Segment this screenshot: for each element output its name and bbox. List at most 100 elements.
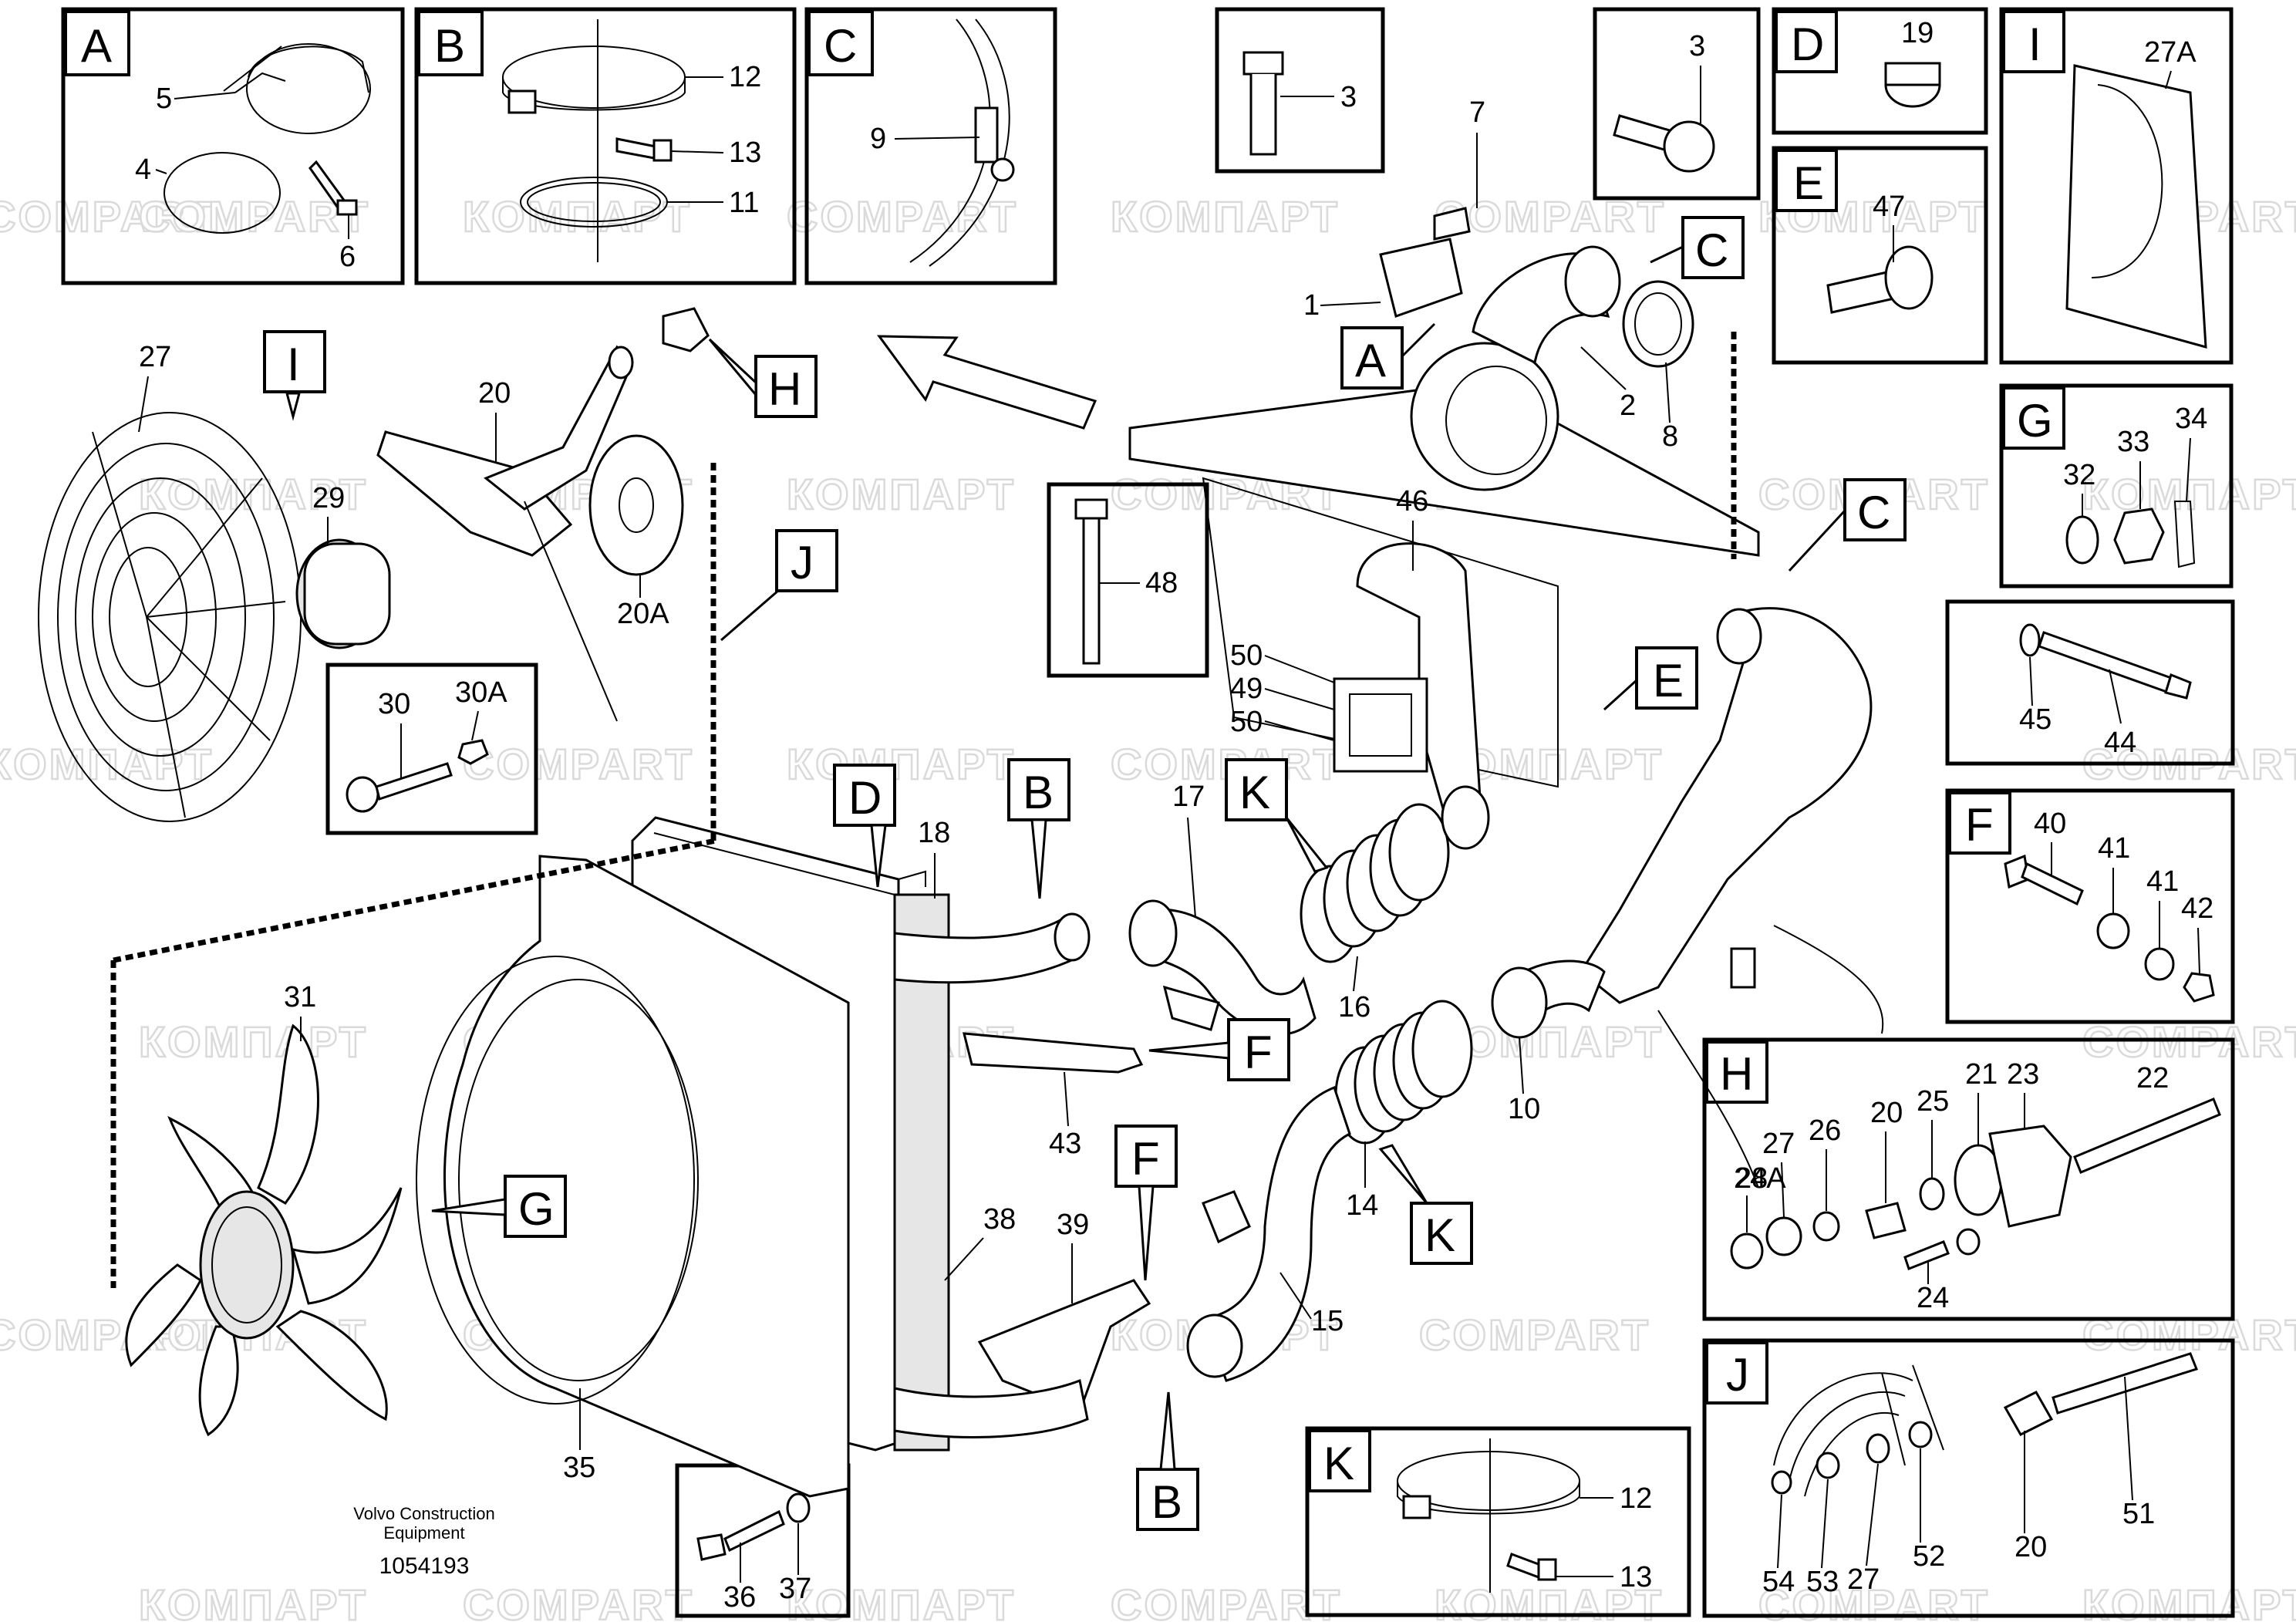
inset-d: D 19: [1772, 7, 1988, 135]
inset-j: J 51 20 52 27 53 54: [1702, 1338, 2235, 1618]
part-number: 39: [1057, 1209, 1089, 1241]
watermark-text: COMPART: [0, 1310, 216, 1359]
part-number: 40: [2034, 808, 2066, 840]
callout-letter: K: [1239, 767, 1270, 818]
brand-line-2: Equipment: [383, 1523, 464, 1543]
watermark-text: COMPART: [787, 192, 1018, 241]
watermark-text: КОМПАРТ: [2082, 470, 2296, 518]
part-number: 2: [1620, 389, 1636, 422]
inset-h: H 24A 28 27 26 20 25 21 23 22 24: [1702, 1037, 2235, 1321]
part-number: 31: [284, 981, 316, 1013]
callout-letter: K: [1424, 1209, 1455, 1261]
inset-label: H: [1720, 1048, 1753, 1100]
inset-bolt-3a: 3: [1215, 7, 1385, 174]
main-assembly: [38, 207, 1884, 1498]
fan-blades: [125, 1023, 403, 1437]
brand-line-1: Volvo Construction: [353, 1504, 494, 1523]
callout-letter: B: [1023, 767, 1054, 818]
part-number: 41: [2146, 865, 2179, 898]
inset-bolt-44: 45 44: [1945, 599, 2235, 766]
inset-bolt-3b: 3: [1593, 7, 1761, 201]
inset-c: C 9: [804, 7, 1057, 285]
part-number: 25: [1917, 1085, 1949, 1118]
part-number: 53: [1806, 1566, 1839, 1598]
inset-f: F 40 41 41 42: [1945, 788, 2235, 1024]
part-number: 35: [563, 1452, 595, 1484]
part-number: 54: [1762, 1566, 1795, 1598]
watermark-text: КОМПАРТ: [1111, 192, 1340, 241]
part-number: 50: [1230, 639, 1263, 672]
watermark-text: КОМПАРТ: [139, 470, 368, 518]
part-number: 7: [1469, 96, 1485, 129]
part-number: 23: [2007, 1058, 2039, 1091]
part-number: 4: [135, 153, 151, 186]
callout-letter: D: [848, 772, 882, 824]
part-number: 47: [1873, 191, 1905, 223]
part-number: 51: [2122, 1498, 2155, 1530]
part-number: 21: [1965, 1058, 1998, 1091]
callout-letter: C: [1695, 224, 1728, 276]
part-number: 48: [1145, 567, 1178, 599]
part-number: 14: [1346, 1189, 1378, 1222]
part-number: 17: [1172, 781, 1205, 813]
part-number: 19: [1901, 17, 1934, 49]
watermark-text: КОМПАРТ: [787, 470, 1016, 518]
part-number: 15: [1311, 1305, 1344, 1337]
callout-letter: C: [1857, 487, 1890, 538]
part-number: 36: [723, 1581, 756, 1614]
part-number: 22: [2136, 1062, 2169, 1094]
inset-label: F: [1965, 799, 1994, 851]
part-number: 27: [1847, 1563, 1880, 1596]
part-number: 37: [779, 1573, 811, 1605]
inset-a: A 5 4 6: [61, 7, 405, 285]
part-number: 42: [2181, 892, 2213, 925]
inset-label: C: [824, 20, 857, 72]
part-number: 33: [2117, 426, 2149, 458]
callout-letter: F: [1244, 1027, 1273, 1078]
inset-label: E: [1793, 157, 1824, 209]
inset-e: E 47: [1772, 146, 1988, 365]
callout-letter: G: [518, 1183, 555, 1235]
part-number: 10: [1508, 1093, 1540, 1125]
inset-label: G: [2017, 395, 2053, 447]
callout-letter: A: [1355, 335, 1386, 386]
part-number: 24A: [1734, 1162, 1786, 1195]
inset-bolt-48: 48: [1047, 482, 1209, 678]
part-number: 8: [1662, 420, 1678, 453]
watermark-text: COMPART: [139, 192, 370, 241]
part-number: 26: [1809, 1114, 1841, 1147]
part-number: 20: [1870, 1097, 1903, 1129]
part-number: 13: [729, 137, 761, 169]
part-number: 20: [478, 377, 511, 410]
direction-arrow-icon: [876, 335, 1097, 430]
part-number: 20: [2014, 1531, 2047, 1563]
watermark-text: COMPART: [463, 740, 694, 788]
watermark-text: COMPART: [0, 192, 216, 241]
part-number: 24: [1917, 1282, 1949, 1314]
part-number: 1: [1303, 289, 1320, 322]
callout-letters: A C C H I J E K K D: [263, 216, 1907, 1531]
part-number: 12: [1620, 1482, 1652, 1515]
inset-label: I: [2028, 19, 2041, 70]
part-number: 3: [1340, 81, 1357, 113]
part-number: 49: [1230, 673, 1263, 705]
part-number: 29: [312, 482, 345, 514]
watermark-text: КОМПАРТ: [139, 1017, 368, 1066]
inset-label: K: [1323, 1438, 1354, 1489]
inset-b: B 12 13 11: [414, 7, 797, 285]
part-number: 11: [729, 187, 759, 219]
part-number: 38: [983, 1203, 1016, 1236]
part-number: 3: [1689, 30, 1705, 62]
watermark-text: КОМПАРТ: [0, 740, 214, 788]
inset-i: I 27A: [1999, 7, 2234, 365]
bellows-upper: [1300, 803, 1450, 963]
part-number: 44: [2104, 727, 2136, 759]
watermark-text: COMPART: [1111, 1580, 1342, 1622]
part-number: 41: [2098, 832, 2130, 865]
callout-letter: H: [768, 363, 801, 415]
part-number: 52: [1913, 1540, 1945, 1573]
part-number: 34: [2175, 403, 2207, 435]
main-part-numbers: 7 1 2 8 27 20 29 20A 46 50 49 50 18 17 1…: [138, 96, 1678, 1484]
part-number: 9: [870, 123, 886, 155]
